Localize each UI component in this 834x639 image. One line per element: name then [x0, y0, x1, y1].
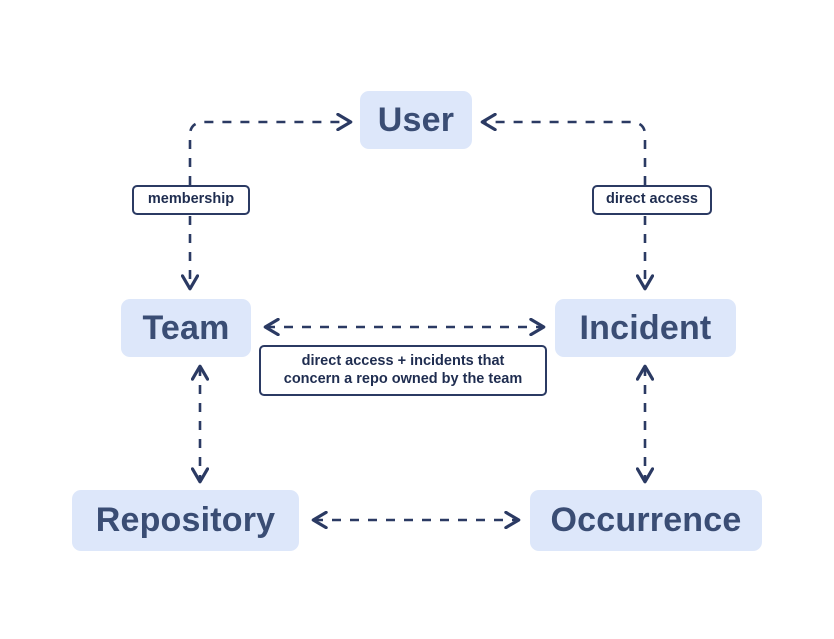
edge-label-team-incident-line2: concern a repo owned by the team — [283, 370, 523, 387]
node-incident[interactable]: Incident — [555, 299, 736, 357]
edge-label-membership-text: membership — [147, 191, 235, 208]
edge-label-direct-access: direct access — [592, 185, 712, 215]
node-occurrence[interactable]: Occurrence — [530, 490, 762, 551]
edge-label-team-incident-text: direct access + incidents that concern a… — [284, 353, 523, 388]
node-incident-label: Incident — [579, 308, 712, 347]
node-user-label: User — [377, 100, 455, 139]
edge-label-team-incident-line1: direct access + incidents that — [301, 352, 505, 369]
edge-label-team-incident: direct access + incidents that concern a… — [259, 345, 547, 396]
node-user[interactable]: User — [360, 91, 472, 149]
edge-team-to-user — [188, 122, 350, 185]
node-team-label: Team — [142, 308, 230, 347]
node-occurrence-label: Occurrence — [550, 501, 742, 539]
node-team[interactable]: Team — [121, 299, 251, 357]
node-repository[interactable]: Repository — [72, 490, 299, 551]
edge-label-membership: membership — [132, 185, 250, 215]
node-repository-label: Repository — [95, 501, 276, 539]
edge-label-direct-access-text: direct access — [606, 191, 698, 208]
edge-incident-to-user — [483, 122, 647, 185]
